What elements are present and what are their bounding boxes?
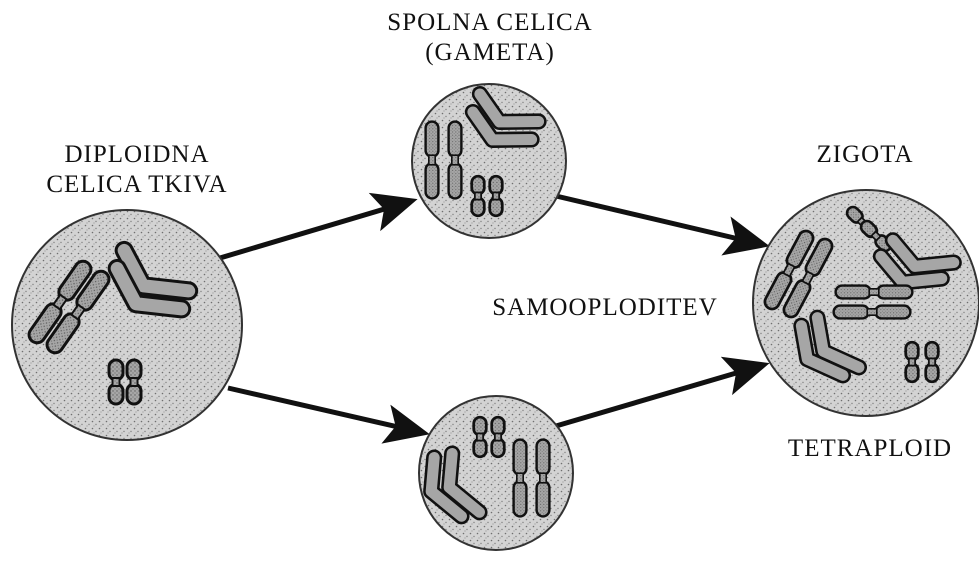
- label-gamete-line1: SPOLNA CELICA: [387, 9, 593, 36]
- label-diploid-line2: CELICA TKIVA: [46, 171, 228, 198]
- arrow-gamete-bottom-to-zygote: [555, 356, 770, 429]
- label-gamete: SPOLNA CELICA (GAMETA): [360, 8, 620, 68]
- arrow-diploid-to-gamete-bottom: [227, 385, 430, 444]
- gamete-cell-bottom: [418, 395, 574, 551]
- label-diploid-line1: DIPLOIDNA: [64, 141, 210, 168]
- label-process: SAMOOPLODITEV: [492, 294, 718, 321]
- label-gamete-line2: (GAMETA): [425, 39, 555, 66]
- label-diploid-cell: DIPLOIDNA CELICA TKIVA: [27, 140, 247, 200]
- zygote-cell: [752, 189, 979, 417]
- gamete-cell-top: [411, 76, 567, 239]
- diploid-cell: [11, 209, 243, 441]
- arrow-gamete-top-to-zygote: [555, 193, 770, 256]
- label-ploidy: TETRAPLOID: [787, 435, 953, 462]
- arrow-diploid-to-gamete-top: [219, 192, 418, 261]
- label-zygote: ZIGOTA: [816, 141, 914, 168]
